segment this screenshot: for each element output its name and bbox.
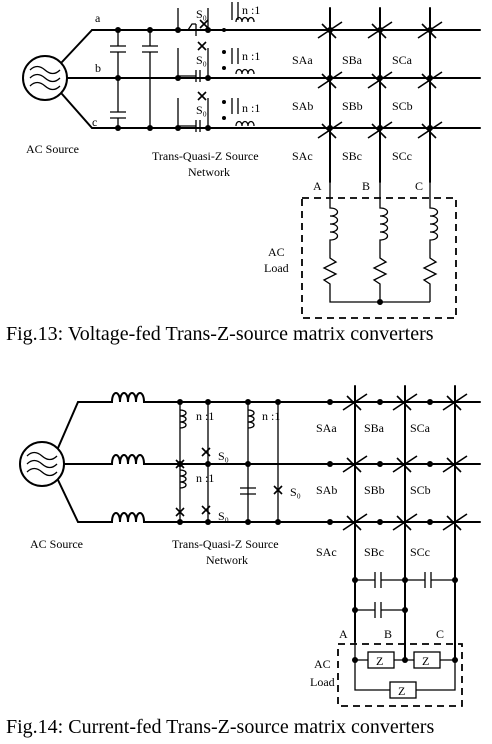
fig14-network-label-2: Network [206,553,248,567]
fig13-switch-SBb: SBb [342,99,363,113]
fig13-switch-SBa: SBa [342,53,363,67]
fig14-input-inductors [77,392,481,523]
fig14-switch-SBc: SBc [364,545,384,559]
fig14-switch-SBb: SBb [364,483,385,497]
fig13-tqz-cells: S₀ n :1 S₀ n :1 S₀ n :1 [175,2,260,132]
fig13-switch-SCb: SCb [392,99,413,113]
fig14-switch-SBa: SBa [364,421,385,435]
fig14-turns-2: n :1 [196,471,214,485]
fig13-switch-SAc: SAc [292,149,313,163]
fig14-ac-load-box [337,643,463,707]
fig13-s0-label-c: S₀ [196,103,207,117]
fig13-s0-label-a: S₀ [196,7,207,21]
fig13-switch-SBc: SBc [342,149,362,163]
fig14-switch-SAa: SAa [316,421,337,435]
fig14-output-B: B [384,627,392,641]
fig14-output-capacitors [352,572,458,618]
fig13-matrix-switches [317,21,443,139]
fig13-turns-a: n :1 [242,3,260,17]
fig13-turns-c: n :1 [242,101,260,115]
fig13-network-label-2: Network [188,165,230,179]
fig13-switch-SAa: SAa [292,53,313,67]
fig13-output-A: A [313,179,322,193]
fig14-output-A: A [339,627,348,641]
fig14-matrix-switches [327,393,468,531]
fig13-source-label: AC Source [26,142,79,156]
fig14-z-label-2: Z [422,654,429,668]
fig14-switch-SAb: SAb [316,483,337,497]
fig13-phase-c-label: c [92,115,97,129]
fig14-switch-SCb: SCb [410,483,431,497]
fig14-output-C: C [436,627,444,641]
fig14-load-label-1: AC [314,657,331,671]
fig14-turns-3: n :1 [262,409,280,423]
fig13-network-label-1: Trans-Quasi-Z Source [152,149,259,163]
fig14-load-impedances [352,642,458,699]
fig13-output-B: B [362,179,370,193]
fig13-matrix-columns [329,7,431,183]
fig14-s0-label-3: S₀ [290,485,301,499]
fig14-turns-1: n :1 [196,409,214,423]
fig13-switch-SCa: SCa [392,53,413,67]
fig13-diagram: a b c S₀ n :1 S₀ [6,2,481,345]
fig13-switch-SCc: SCc [392,149,412,163]
fig13-s0-label-b: S₀ [196,53,207,67]
fig14-ac-source [19,401,101,523]
fig13-load-branches [322,182,439,305]
fig14-z-label-1: Z [376,654,383,668]
fig13-switch-SAb: SAb [292,99,313,113]
fig14-switch-SCa: SCa [410,421,431,435]
fig13-load-label-2: Load [264,261,289,275]
fig13-load-label-1: AC [268,245,285,259]
fig13-ac-source [22,29,93,129]
fig13-input-capacitors [110,27,158,131]
fig13-turns-b: n :1 [242,49,260,63]
fig14-tqz-network: n :1 S₀ n :1 S₀ n :1 S₀ [175,399,301,525]
fig14-caption: Fig.14: Current-fed Trans-Z-source matri… [6,716,434,738]
fig14-switch-SAc: SAc [316,545,337,559]
fig14-switch-SCc: SCc [410,545,430,559]
fig13-output-C: C [415,179,423,193]
fig13-caption: Fig.13: Voltage-fed Trans-Z-source matri… [6,323,434,345]
fig13-phase-b-label: b [95,61,101,75]
fig13-phase-lines [91,29,481,129]
fig14-diagram: n :1 S₀ n :1 S₀ n :1 S₀ AC Source Trans-… [6,385,481,738]
fig13-phase-a-label: a [95,11,101,25]
fig14-network-label-1: Trans-Quasi-Z Source [172,537,279,551]
fig14-z-label-3: Z [398,684,405,698]
fig14-load-label-2: Load [310,675,335,689]
fig13-ac-load-box [301,197,457,319]
fig14-s0-label-1: S₀ [218,449,229,463]
fig14-source-label: AC Source [30,537,83,551]
fig14-s0-label-2: S₀ [218,509,229,523]
